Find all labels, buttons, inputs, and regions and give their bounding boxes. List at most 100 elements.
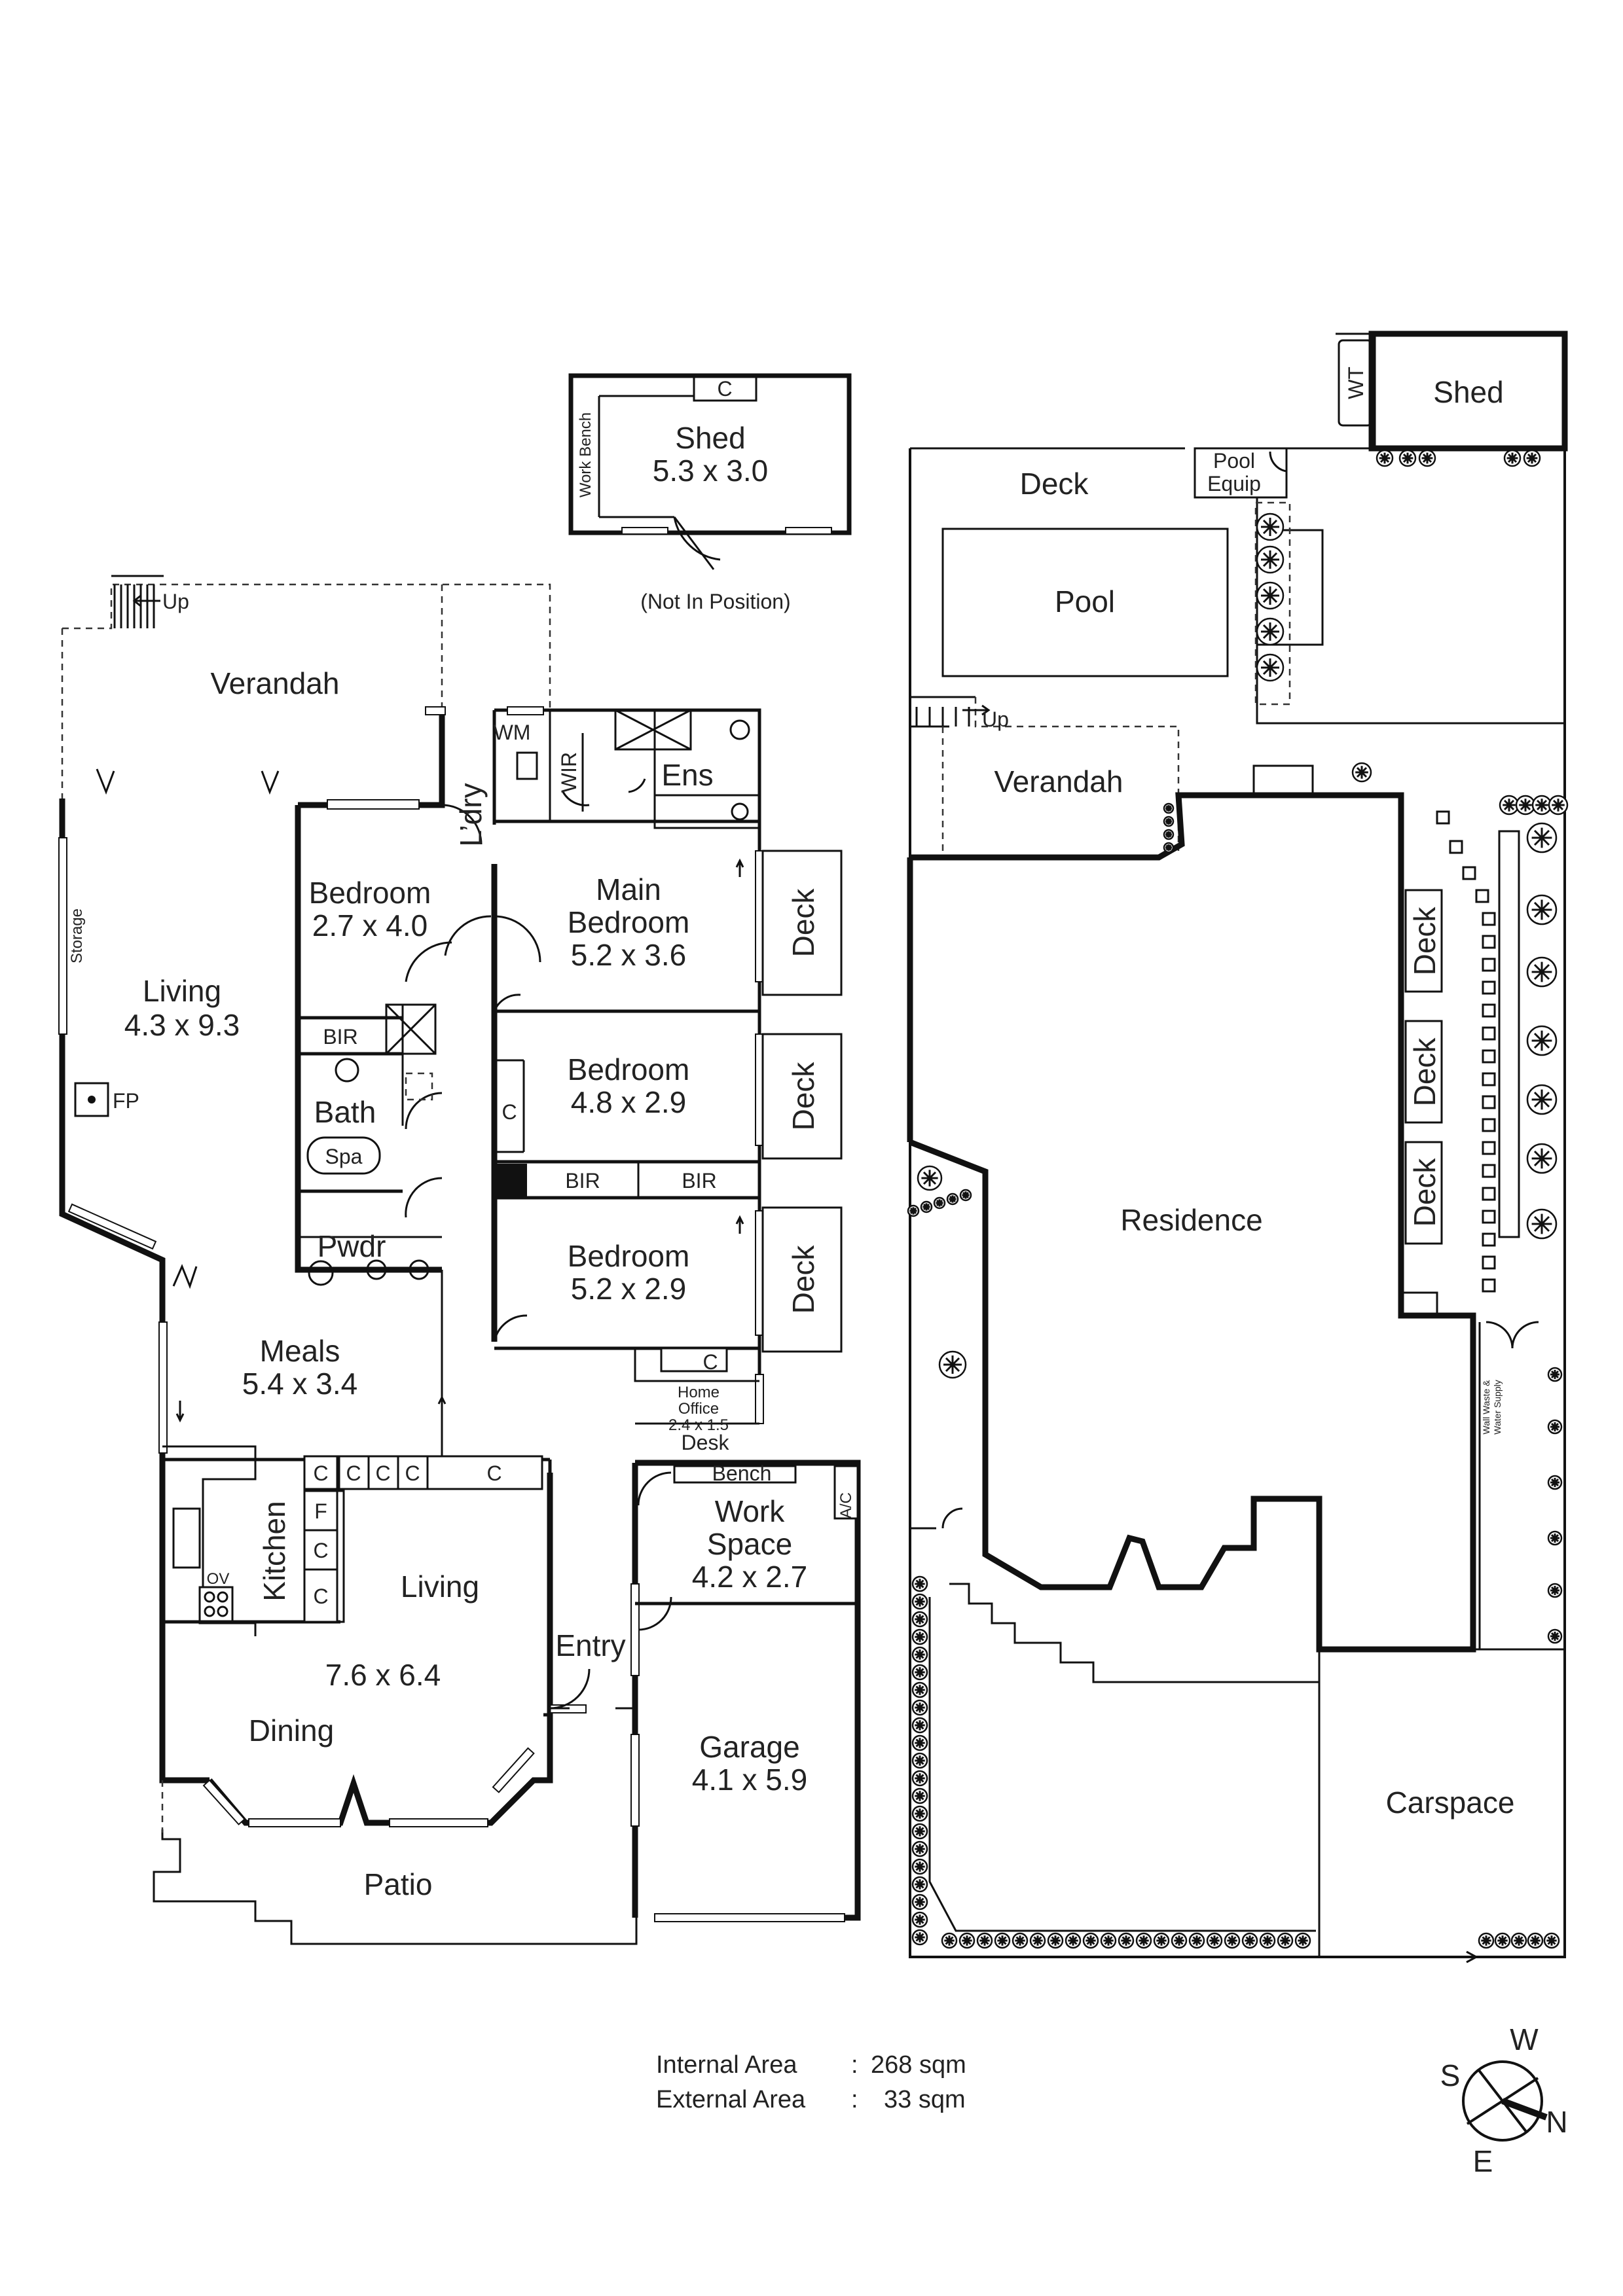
shrub-detail [915, 1720, 925, 1731]
verandah-left-label: Verandah [211, 666, 340, 700]
internal-area-label: Internal Area [656, 2051, 797, 2079]
shrub-detail [921, 1170, 938, 1187]
deck2-label: Deck [786, 1062, 820, 1131]
shrub-detail [1552, 798, 1565, 812]
pool-label: Pool [1055, 584, 1115, 619]
shrub-detail [1531, 1213, 1552, 1234]
shrub-detail [1068, 1935, 1078, 1946]
bedroom1-dims: 2.7 x 4.0 [312, 908, 428, 942]
shed-c-label: C [717, 377, 732, 401]
carspace-label: Carspace [1386, 1785, 1515, 1820]
shrub-detail [1209, 1935, 1220, 1946]
shrub-detail [1546, 1935, 1557, 1946]
site-deck3-label: Deck [1408, 1158, 1442, 1227]
shrub-detail [962, 1935, 972, 1946]
shed-name: Shed [675, 421, 745, 455]
compass-s: S [1440, 2058, 1461, 2092]
shrub-detail [1165, 844, 1172, 851]
site-verandah-label: Verandah [994, 764, 1123, 798]
cupboard-f: F [314, 1499, 327, 1523]
shrub-detail [1165, 818, 1172, 825]
wm-label: WM [494, 721, 531, 744]
shrub-detail [1481, 1935, 1491, 1946]
site-deck-top-label: Deck [1020, 467, 1089, 501]
shrub-detail [949, 1195, 957, 1203]
shrub-detail [1050, 1935, 1061, 1946]
living-main-name: Living [401, 1570, 479, 1604]
meals-name: Meals [260, 1334, 340, 1368]
pwdr-label: Pwdr [318, 1229, 386, 1263]
deck3-label: Deck [786, 1245, 820, 1314]
not-in-position-label: (Not In Position) [640, 590, 790, 613]
work-space-dims: 4.2 x 2.7 [692, 1560, 807, 1594]
detached-shed: C Work Bench Shed 5.3 x 3.0 (Not In Posi… [568, 373, 852, 613]
shrub-detail [962, 1191, 970, 1199]
shrub-detail [915, 1738, 925, 1748]
floor-plan-left: Up [58, 575, 861, 1945]
shrub-detail [1261, 586, 1279, 605]
shrub-detail [1535, 798, 1548, 812]
shrub-detail [1015, 1935, 1025, 1946]
work-space-name1: Work [715, 1494, 785, 1528]
shrub-detail [1550, 1534, 1559, 1543]
bench-label: Bench [712, 1462, 772, 1485]
shrub-detail [915, 1791, 925, 1801]
shrub-detail [997, 1935, 1008, 1946]
external-area-label: External Area [656, 2086, 806, 2113]
cupboard-c1: C [313, 1462, 328, 1485]
stepping-stones [1436, 810, 1520, 1293]
trees [907, 449, 1569, 1949]
shrub-detail [1531, 899, 1552, 920]
cupboard-c4: C [405, 1462, 420, 1485]
shrub-detail [1531, 1089, 1552, 1110]
shrub-detail [915, 1826, 925, 1837]
shrub-detail [1550, 1422, 1559, 1431]
external-area-sep: : [851, 2086, 858, 2113]
shrub-detail [943, 1355, 962, 1374]
shrub-detail [1550, 1586, 1559, 1595]
external-area-value: 33 sqm [884, 2086, 966, 2113]
shrub-detail [1531, 827, 1552, 848]
shrub-detail [1530, 1935, 1541, 1946]
compass-n: N [1546, 2105, 1567, 2139]
shrub-detail [915, 1596, 925, 1607]
wir-label: WIR [557, 752, 581, 793]
shrub-detail [915, 1755, 925, 1766]
shrub-detail [936, 1199, 943, 1207]
shrub-detail [915, 1614, 925, 1624]
entry-label: Entry [555, 1628, 625, 1662]
living-left-name: Living [143, 974, 221, 1008]
shrub-detail [1103, 1935, 1114, 1946]
cupboard-c5: C [486, 1462, 501, 1485]
pool-equip-line2: Equip [1207, 472, 1261, 495]
main-bedroom-name2: Bedroom [568, 905, 690, 939]
shed-dims: 5.3 x 3.0 [653, 454, 768, 488]
residence-label: Residence [1120, 1203, 1262, 1237]
shrub-detail [1550, 1632, 1559, 1641]
shrub-detail [915, 1773, 925, 1784]
storage-label: Storage [68, 908, 86, 963]
site-deck2-label: Deck [1408, 1037, 1442, 1107]
site-up-label: Up [982, 708, 1009, 731]
shrub-detail [1156, 1935, 1167, 1946]
shrub-detail [1165, 831, 1172, 838]
shrub-detail [915, 1702, 925, 1713]
shrub-detail [915, 1685, 925, 1695]
cupboard-c3: C [375, 1462, 390, 1485]
shrub-detail [1550, 1370, 1559, 1379]
shrub-detail [1227, 1935, 1237, 1946]
wt-label: WT [1344, 367, 1368, 399]
fp-label: FP [113, 1089, 139, 1113]
shrub-detail [1121, 1935, 1131, 1946]
bedroom2-name: Bedroom [568, 1052, 690, 1086]
dining-label: Dining [249, 1713, 334, 1748]
shrub-detail [979, 1935, 990, 1946]
shrub-detail [915, 1649, 925, 1660]
bath-label: Bath [314, 1095, 376, 1129]
meals-dims: 5.4 x 3.4 [242, 1367, 357, 1401]
shrub-detail [1355, 766, 1368, 779]
compass-icon: W S N E [1440, 2022, 1568, 2178]
shrub-detail [1531, 1030, 1552, 1051]
pool-equip-line1: Pool [1213, 449, 1255, 473]
bedroom3-name: Bedroom [568, 1239, 690, 1273]
